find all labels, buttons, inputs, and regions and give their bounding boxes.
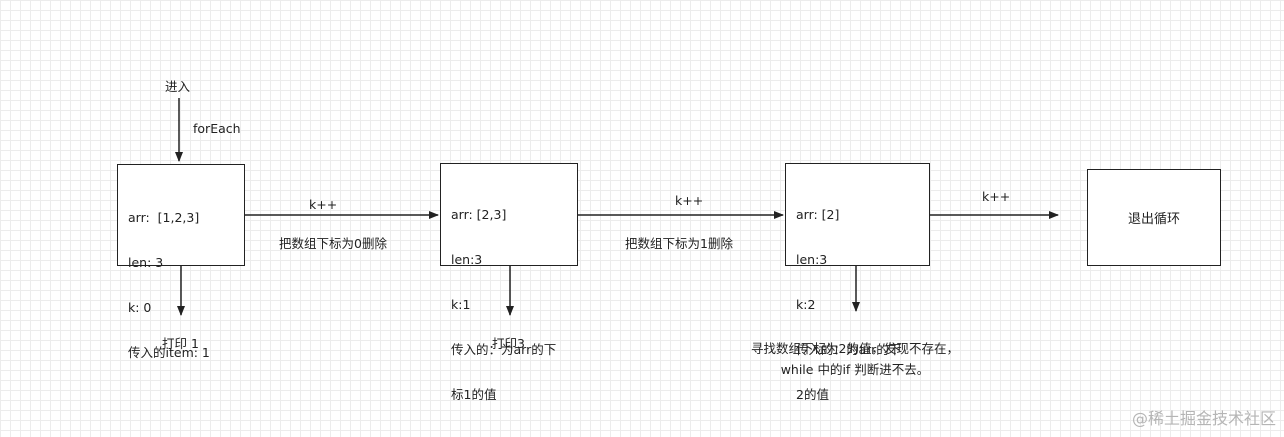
box1-len: len: 3 bbox=[128, 255, 164, 270]
edge3-k-increment: k++ bbox=[982, 189, 1011, 204]
exit-loop-box: 退出循环 bbox=[1087, 169, 1221, 266]
output2-label: 打印3 bbox=[492, 336, 525, 351]
box3-item-line1: 传入的：为arr的下 bbox=[796, 342, 902, 357]
edge2-delete-note: 把数组下标为1删除 bbox=[625, 236, 733, 251]
edge1-k-increment: k++ bbox=[309, 197, 338, 212]
output3-label: 寻找数组下标为2的值，发现不存在， while 中的if 判断进不去。 bbox=[740, 338, 970, 378]
output3-line2: while 中的if 判断进不去。 bbox=[780, 362, 930, 377]
box3-arr: arr: [2] bbox=[796, 207, 840, 222]
output1-label: 打印 1 bbox=[162, 336, 199, 351]
box2-item-line1: 传入的：为arr的下 bbox=[451, 342, 557, 357]
state-box-2: arr: [2,3] len:3 k:1 传入的：为arr的下 标1的值 bbox=[440, 163, 578, 402]
foreach-label: forEach bbox=[193, 121, 241, 136]
entry-label: 进入 bbox=[165, 79, 191, 94]
box1-item: 传入的item: 1 bbox=[128, 345, 210, 360]
box3-item-line2: 2的值 bbox=[796, 387, 829, 402]
box3-k: k:2 bbox=[796, 297, 816, 312]
box1-k: k: 0 bbox=[128, 300, 152, 315]
exit-loop-label: 退出循环 bbox=[1127, 212, 1180, 227]
output3-line1: 寻找数组下标为2的值，发现不存在， bbox=[751, 341, 959, 356]
box3-len: len:3 bbox=[796, 252, 828, 267]
watermark: @稀土掘金技术社区 bbox=[1131, 409, 1276, 428]
box2-len: len:3 bbox=[451, 252, 483, 267]
box1-arr: arr: [1,2,3] bbox=[128, 210, 200, 225]
state-box-1: arr: [1,2,3] len: 3 k: 0 传入的item: 1 bbox=[117, 164, 245, 360]
state-box-3: arr: [2] len:3 k:2 传入的：为arr的下 2的值 bbox=[785, 163, 930, 402]
edge1-delete-note: 把数组下标为0删除 bbox=[279, 236, 387, 251]
edge2-k-increment: k++ bbox=[675, 193, 704, 208]
box2-arr: arr: [2,3] bbox=[451, 207, 507, 222]
box2-k: k:1 bbox=[451, 297, 471, 312]
box2-item-line2: 标1的值 bbox=[451, 387, 497, 402]
